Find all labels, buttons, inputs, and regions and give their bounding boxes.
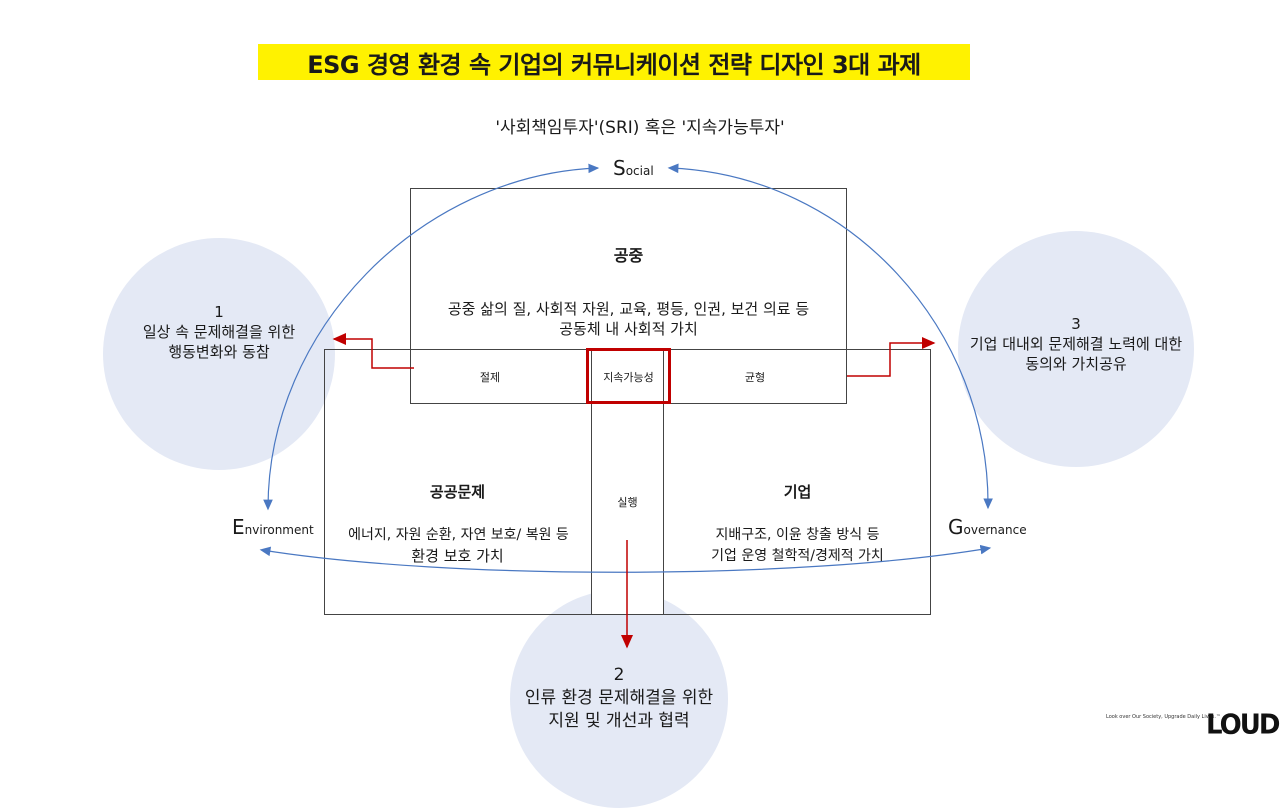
corporate-heading: 기업 [783, 483, 812, 501]
execution-label: 실행 [617, 496, 638, 509]
governance-label: Governance [948, 515, 1027, 539]
restraint-label: 절제 [479, 371, 501, 384]
corporate-line1: 지배구조, 이윤 창출 방식 등 [715, 527, 880, 543]
red-arrow-balance [847, 337, 936, 377]
social-rest: ocial [625, 164, 654, 178]
task2-number: 2 [613, 665, 625, 685]
arc-social-governance [667, 163, 993, 510]
task3-text: 3 기업 대내외 문제해결 노력에 대한 동의와 가치공유 [948, 314, 1204, 374]
task3-number: 3 [1071, 315, 1081, 333]
public-desc-line2: 공동체 내 사회적 가치 [559, 320, 698, 338]
environment-initial: E [232, 515, 245, 539]
red-arrow-restraint [332, 333, 414, 369]
balance-label: 균형 [744, 371, 766, 384]
arrows-layer [259, 163, 993, 649]
task2-text: 2 인류 환경 문제해결을 위한 지원 및 개선과 협력 [490, 664, 748, 733]
task2-line2: 지원 및 개선과 협력 [548, 711, 690, 731]
task3-circle [958, 231, 1194, 467]
brand-tagline: Look over Our Society, Upgrade Daily Liv… [1106, 714, 1221, 720]
brand-logo: LOUD [1206, 709, 1280, 741]
task1-line1: 일상 속 문제해결을 위한 [142, 323, 296, 341]
page-title: ESG 경영 환경 속 기업의 커뮤니케이션 전략 디자인 3대 과제 [307, 50, 921, 79]
governance-rest: overnance [963, 523, 1027, 537]
sustainability-label: 지속가능성 [603, 371, 654, 384]
subtitle: '사회책임투자'(SRI) 혹은 '지속가능투자' [495, 118, 785, 138]
corporate-line2: 기업 운영 철학적/경제적 가치 [711, 548, 884, 564]
task3-line1: 기업 대내외 문제해결 노력에 대한 [969, 335, 1183, 353]
environment-rest: nvironment [244, 523, 314, 537]
task3-line2: 동의와 가치공유 [1025, 355, 1127, 373]
arc-environment-governance [259, 544, 992, 573]
task1-line2: 행동변화와 동참 [168, 343, 270, 361]
public-heading: 공중 [613, 246, 644, 265]
public-issue-line1: 에너지, 자원 순환, 자연 보호/ 복원 등 [348, 527, 569, 543]
public-issue-heading: 공공문제 [429, 483, 486, 501]
task2-line1: 인류 환경 문제해결을 위한 [524, 688, 714, 708]
task1-number: 1 [214, 303, 224, 321]
social-label: Social [613, 156, 654, 180]
title-banner: ESG 경영 환경 속 기업의 커뮤니케이션 전략 디자인 3대 과제 [258, 44, 970, 80]
governance-initial: G [948, 515, 964, 539]
environment-label: Environment [232, 515, 314, 539]
task1-text: 1 일상 속 문제해결을 위한 행동변화와 동참 [103, 302, 335, 362]
arc-social-environment [263, 163, 600, 511]
public-issue-line2: 환경 보호 가치 [411, 547, 504, 565]
public-desc-line1: 공중 삶의 질, 사회적 자원, 교육, 평등, 인권, 보건 의료 등 [447, 300, 810, 318]
social-initial: S [613, 156, 626, 180]
